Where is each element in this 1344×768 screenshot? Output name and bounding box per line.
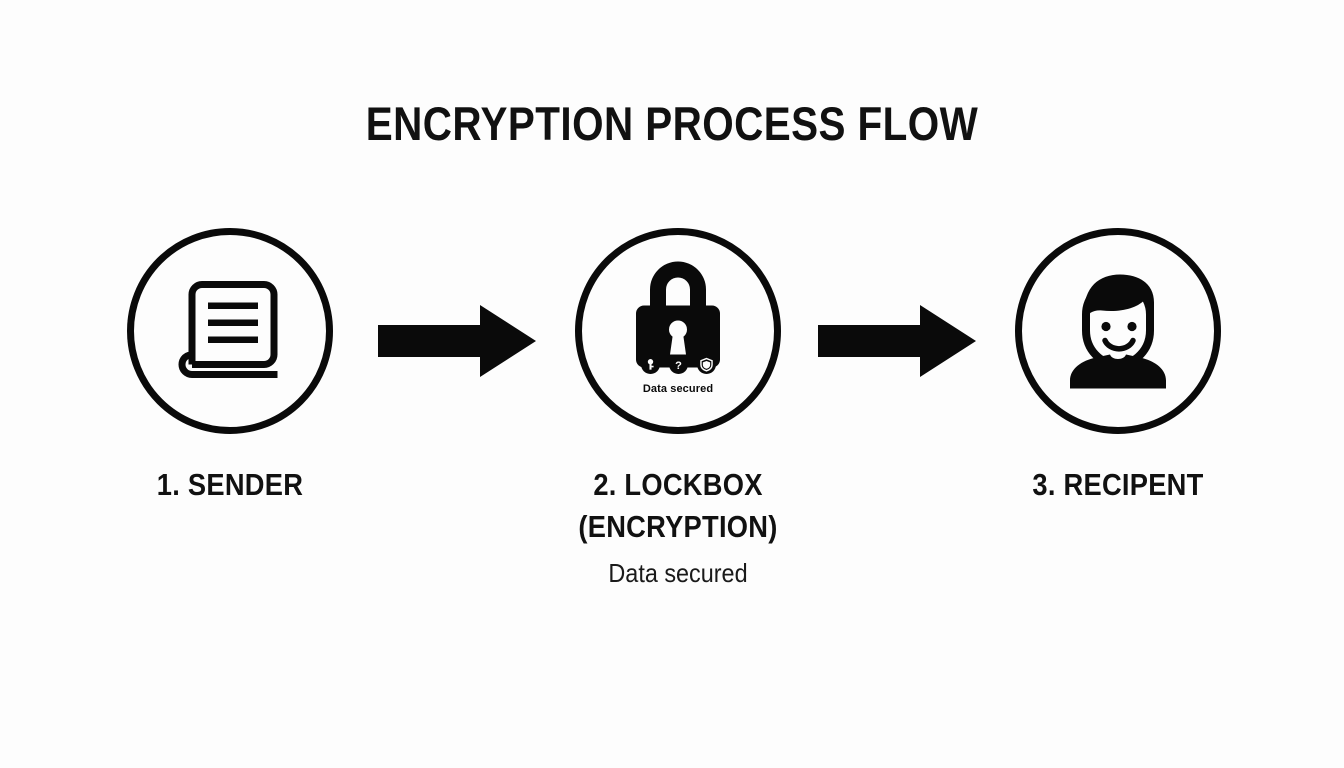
arrow-lockbox-to-recipient-icon [818,303,978,384]
document-icon [178,277,282,386]
svg-text:?: ? [675,360,682,372]
lockbox-inner-caption: Data secured [642,383,714,395]
step-recipient: 3. RECIPENT [968,228,1268,506]
step-lockbox-label: 2. LOCKBOX (ENCRYPTION) [546,464,810,548]
step-lockbox-subtext: Data secured [608,558,748,588]
padlock-icon [628,255,728,376]
person-avatar-icon [1064,269,1172,394]
page-title: ENCRYPTION PROCESS FLOW [365,97,979,150]
question-mark-badge-icon: ? [668,355,688,379]
step-lockbox-label-line-2: (ENCRYPTION) [578,509,778,544]
step-recipient-circle [1015,228,1221,434]
key-badge-icon [640,355,660,379]
shield-badge-icon [696,355,716,379]
step-recipient-label: 3. RECIPENT [1032,467,1204,502]
step-sender: 1. SENDER [80,228,380,506]
step-lockbox-circle: ? Data secured [575,228,781,434]
arrow-sender-to-lockbox-icon [378,303,538,384]
step-sender-circle [127,228,333,434]
step-lockbox-label-line-1: 2. LOCKBOX [593,467,763,502]
step-sender-label: 1. SENDER [156,467,304,502]
lockbox-badge-row: ? [582,355,774,379]
step-lockbox: ? Data secured 2. LOCKBOX (ENCRYPTION) D… [528,228,828,588]
